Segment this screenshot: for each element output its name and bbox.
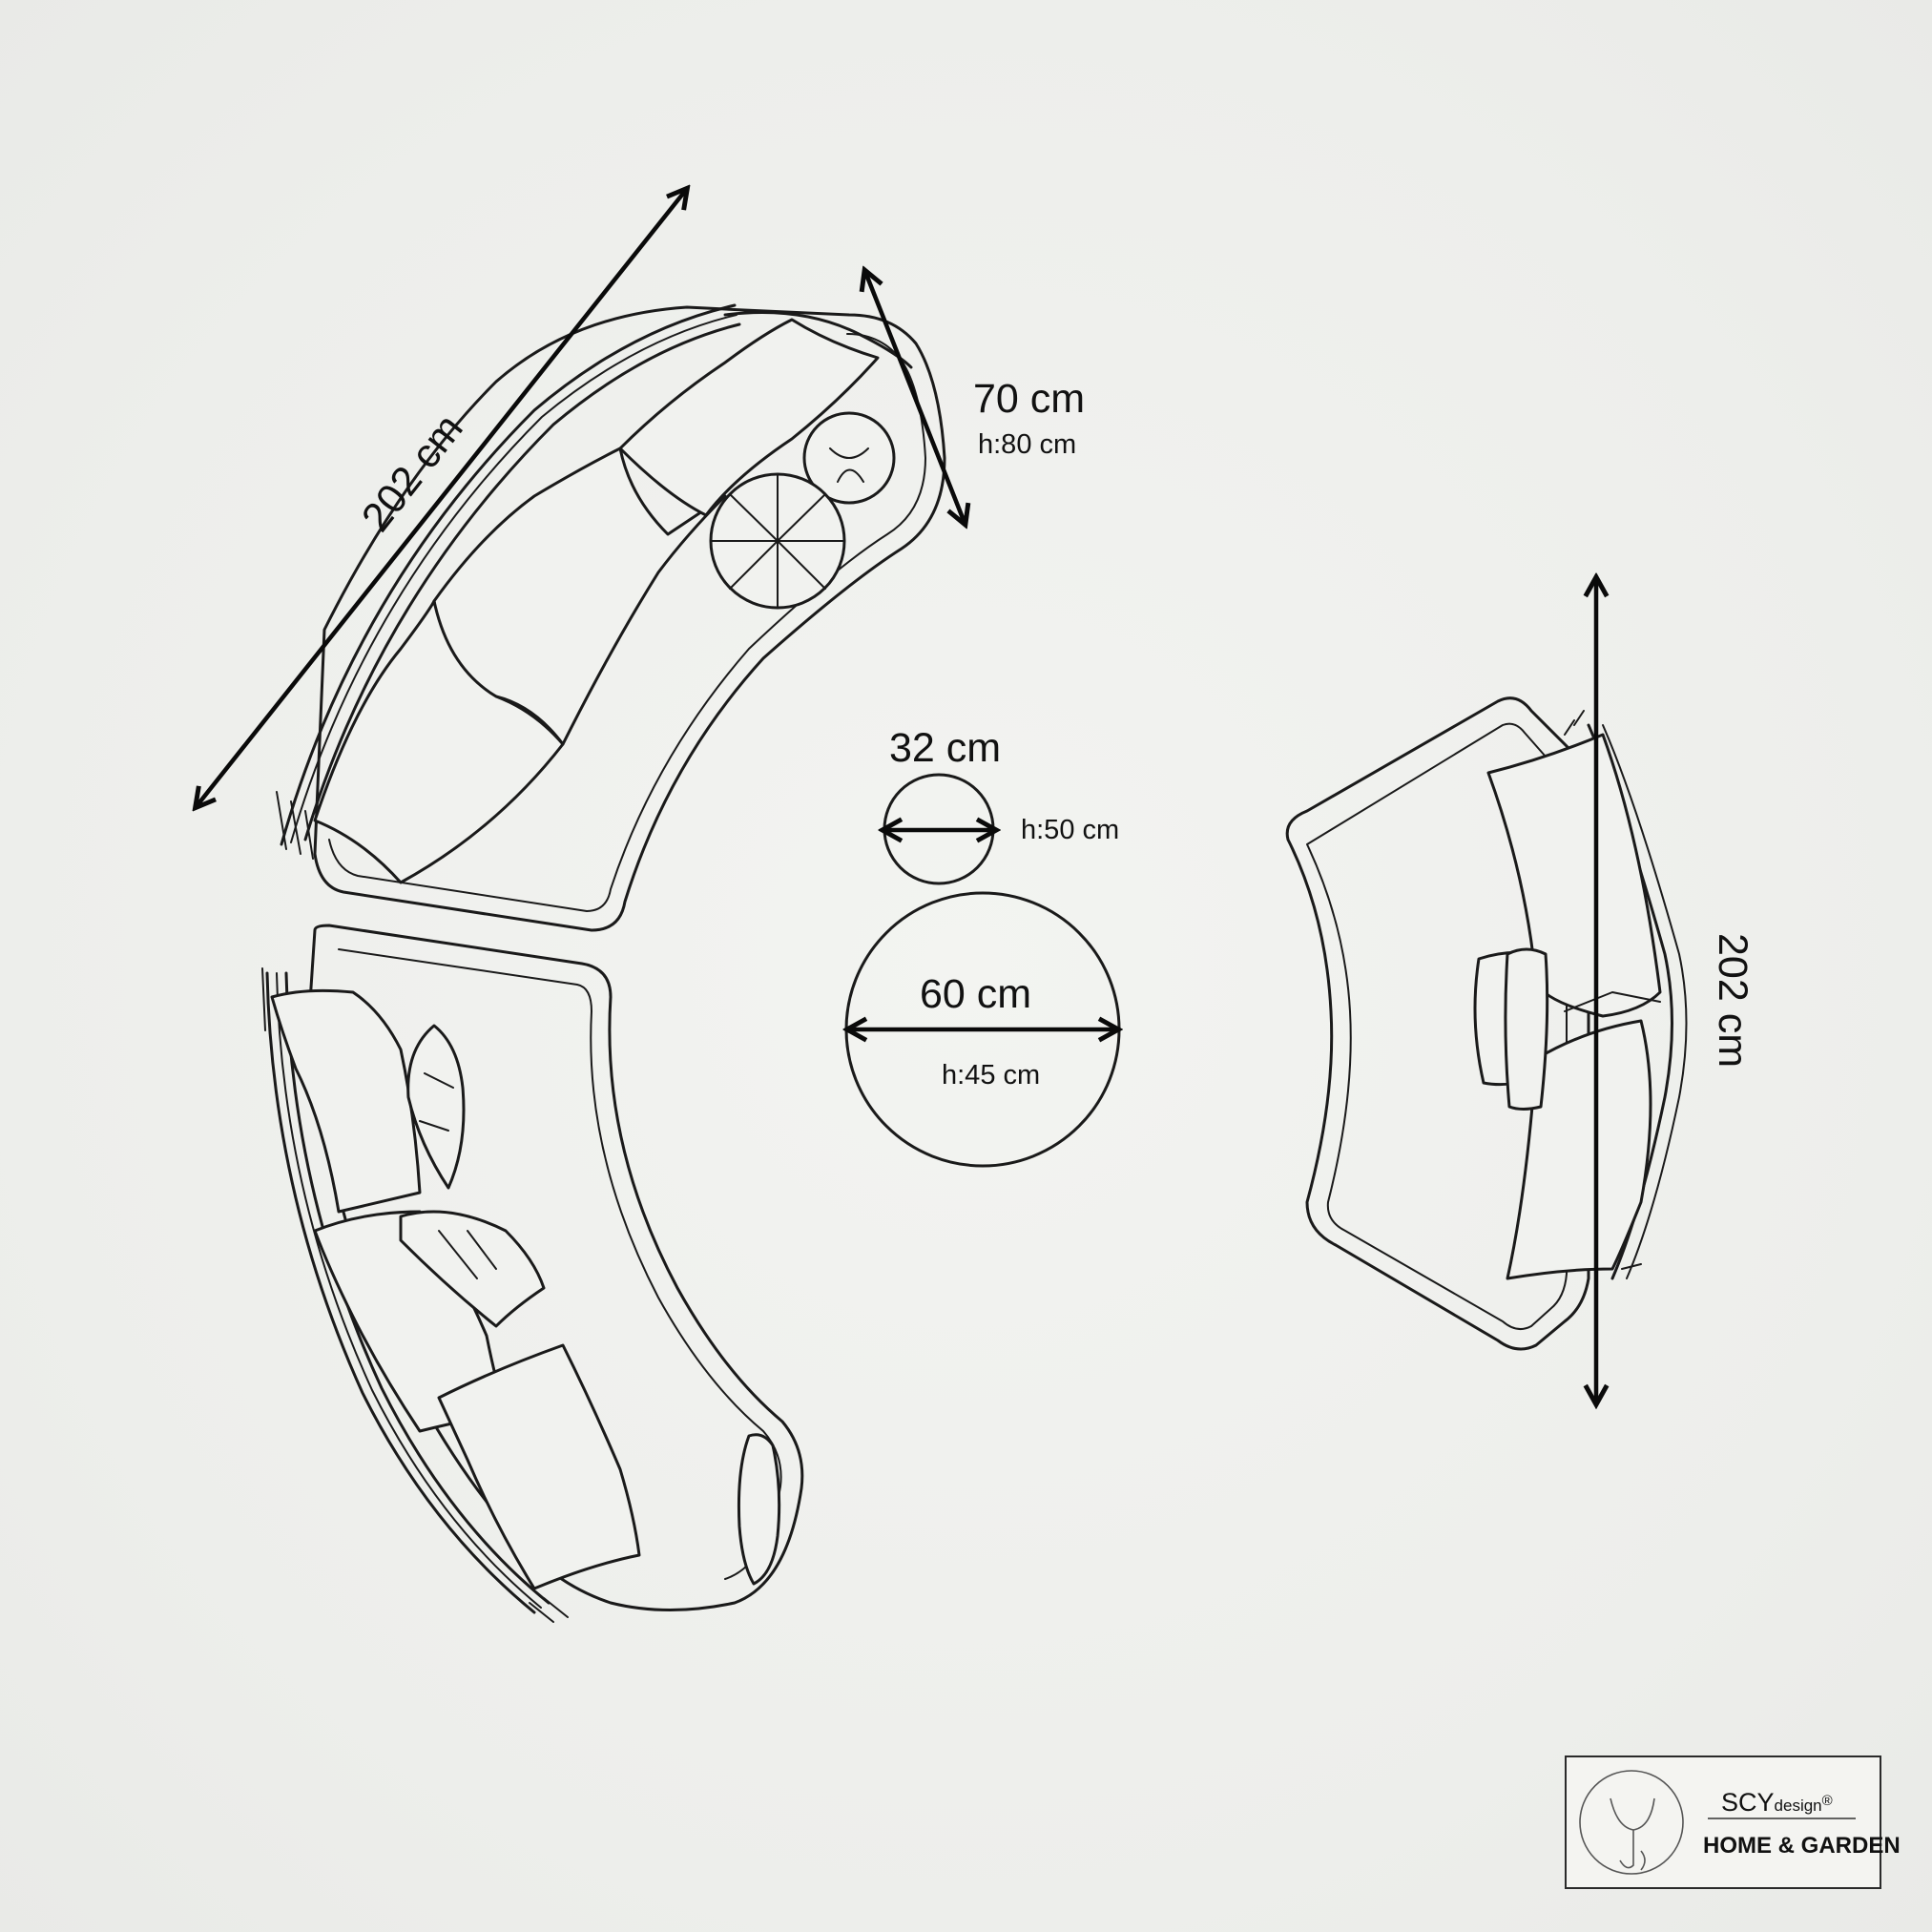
bottom-sofa-backrest-outer [265,971,536,1614]
top-sofa-length-label: 202 cm [353,405,472,540]
large-table-diameter-label: 60 cm [920,971,1031,1017]
brand-logo: SCYdesign® HOME & GARDEN [1565,1755,1901,1889]
bottom-sofa-throw [737,1433,781,1586]
right-sofa-length-label: 202 cm [1710,933,1755,1068]
logo-brand-name: SCYdesign® [1721,1788,1833,1817]
bottom-sofa-accent-pillow-1 [406,1024,466,1190]
small-table-height-label: h:50 cm [1021,815,1119,845]
bottom-curved-sofa [261,924,804,1623]
bottom-sofa-backrest-inner [284,971,551,1605]
logo-tagline: HOME & GARDEN [1703,1833,1901,1859]
depth-arrow [865,272,965,523]
small-table-diameter-label: 32 cm [889,725,1001,771]
right-sofa-seat-outline [1285,696,1590,1351]
depth-label: 70 cm [973,376,1085,422]
top-sofa-length-arrow [197,190,686,806]
top-curved-sofa [276,303,946,932]
right-sofa-accent-pillow-2 [1504,947,1549,1111]
bottom-sofa-accent-pillow-2 [399,1210,546,1328]
bottom-sofa-back-cushion-1 [270,988,422,1214]
right-sofa [1285,696,1688,1351]
logo-frame [1565,1755,1881,1889]
logo-emblem-icon [1579,1770,1684,1875]
bottom-sofa-back-cushion-3 [437,1343,641,1590]
seat-height-label: h:80 cm [978,429,1076,460]
large-table-height-label: h:45 cm [942,1060,1040,1091]
